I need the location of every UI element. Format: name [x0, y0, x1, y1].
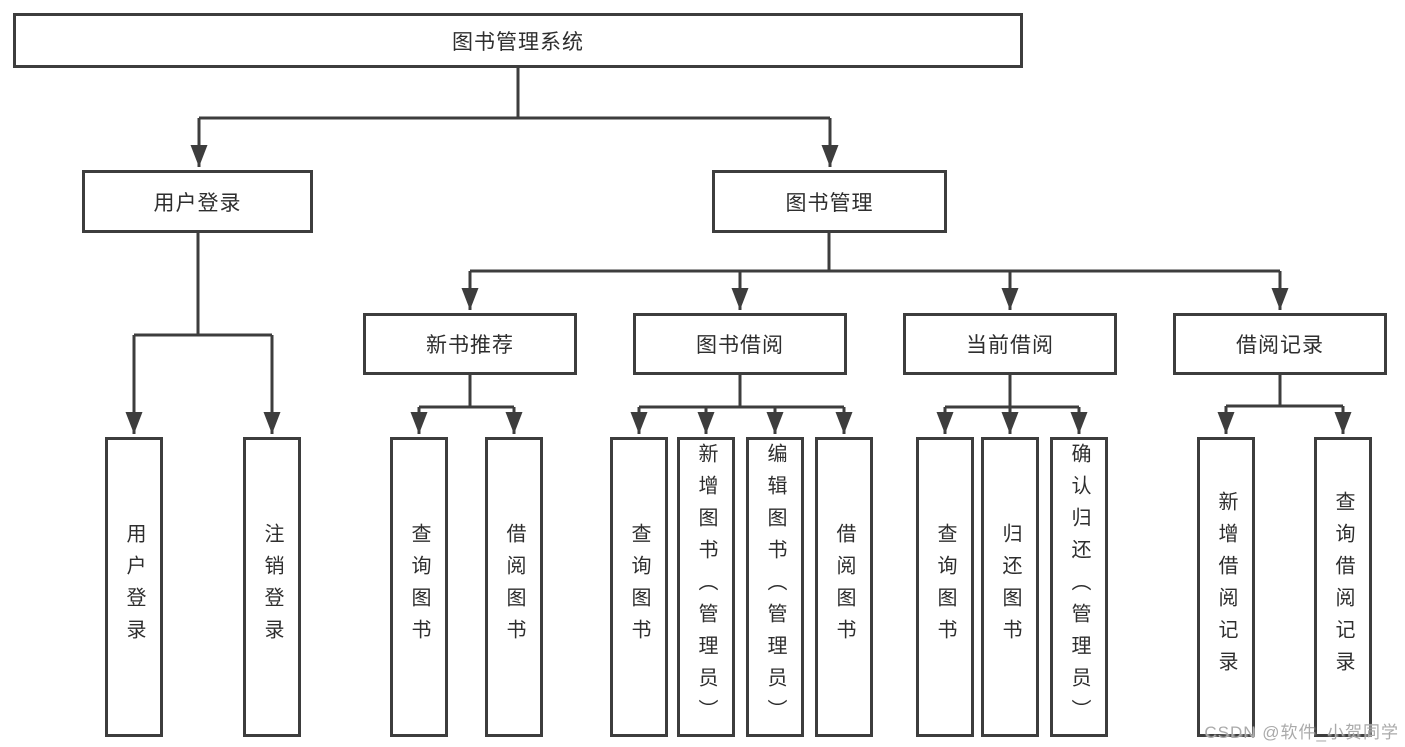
leaf-query-books: 查询图书: [390, 437, 448, 737]
leaf-add-borrow-record: 新增借阅记录: [1197, 437, 1255, 737]
leaf-edit-books-admin: 编辑图书（管理员）: [746, 437, 804, 737]
leaf-query-books: 查询图书: [916, 437, 974, 737]
node-borrow-record: 借阅记录: [1173, 313, 1387, 375]
node-book-borrow: 图书借阅: [633, 313, 847, 375]
leaf-confirm-return-admin: 确认归还（管理员）: [1050, 437, 1108, 737]
node-current-borrow: 当前借阅: [903, 313, 1117, 375]
leaf-add-books-admin: 新增图书（管理员）: [677, 437, 735, 737]
leaf-borrow-books: 借阅图书: [815, 437, 873, 737]
leaf-borrow-books: 借阅图书: [485, 437, 543, 737]
node-new-book-recommend: 新书推荐: [363, 313, 577, 375]
node-root-system: 图书管理系统: [13, 13, 1023, 68]
node-user-login: 用户登录: [82, 170, 313, 233]
node-book-management: 图书管理: [712, 170, 947, 233]
leaf-user-login: 用户登录: [105, 437, 163, 737]
csdn-watermark: CSDN @软件_小贺同学: [1204, 723, 1399, 742]
leaf-logout: 注销登录: [243, 437, 301, 737]
leaf-query-books: 查询图书: [610, 437, 668, 737]
leaf-return-books: 归还图书: [981, 437, 1039, 737]
connectors: [125, 68, 1352, 434]
leaf-query-borrow-record: 查询借阅记录: [1314, 437, 1372, 737]
